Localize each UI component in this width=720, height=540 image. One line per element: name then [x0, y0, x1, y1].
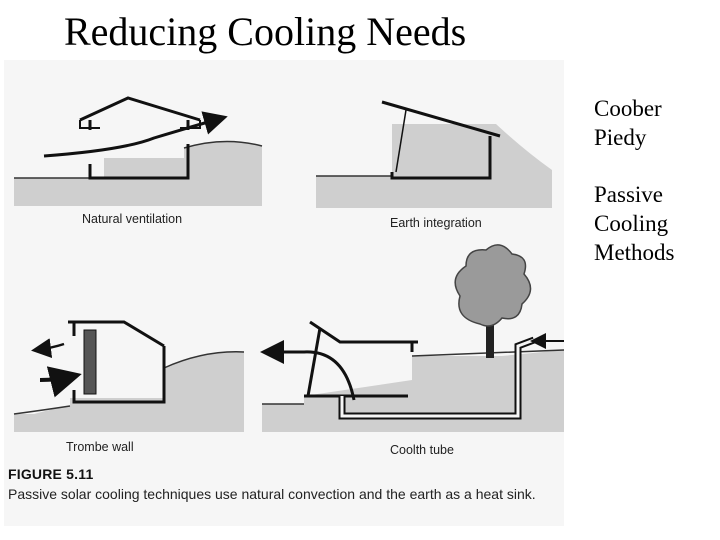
house-walls: [390, 136, 492, 180]
side-line: Coober: [594, 96, 662, 121]
side-label-coober-piedy: Coober Piedy: [594, 94, 662, 152]
cooling-diagrams: [13, 96, 564, 432]
airflow-in-arrow: [39, 366, 82, 398]
airflow-arrow: [260, 340, 356, 401]
house-walls: [304, 327, 414, 398]
figure-description: Passive solar cooling techniques use nat…: [8, 486, 536, 502]
diagram-natural-ventilation: [14, 96, 263, 206]
caption-trombe-wall: Trombe wall: [66, 440, 134, 454]
caption-earth-integration: Earth integration: [390, 216, 482, 230]
caption-coolth-tube: Coolth tube: [390, 443, 454, 457]
airflow-arrow: [43, 111, 228, 158]
ground: [262, 350, 564, 432]
tree-trunk: [486, 310, 494, 358]
side-line: Passive: [594, 182, 663, 207]
diagram-coolth-tube: [260, 244, 564, 432]
caption-natural-ventilation: Natural ventilation: [82, 212, 183, 226]
house-roof: [381, 100, 501, 138]
house-roof: [68, 320, 165, 348]
diagram-earth-integration: [316, 100, 552, 208]
house-roof: [309, 320, 418, 344]
side-line: Piedy: [594, 125, 647, 150]
textbook-figure-scan: Natural ventilation Earth integration Tr…: [4, 60, 564, 526]
ground: [14, 141, 262, 206]
tree-canopy: [454, 244, 532, 327]
ground: [316, 124, 552, 208]
airflow-out-arrow: [31, 338, 65, 359]
slide-title: Reducing Cooling Needs: [64, 9, 467, 54]
side-line: Methods: [594, 240, 675, 265]
side-label-passive-cooling: Passive Cooling Methods: [594, 180, 675, 267]
diagram-trombe-wall: [13, 320, 245, 432]
figure-label: FIGURE 5.11: [8, 466, 94, 482]
trombe-mass-wall: [83, 329, 97, 395]
side-line: Cooling: [594, 211, 669, 236]
ground: [14, 351, 244, 432]
house-roof: [79, 96, 201, 122]
